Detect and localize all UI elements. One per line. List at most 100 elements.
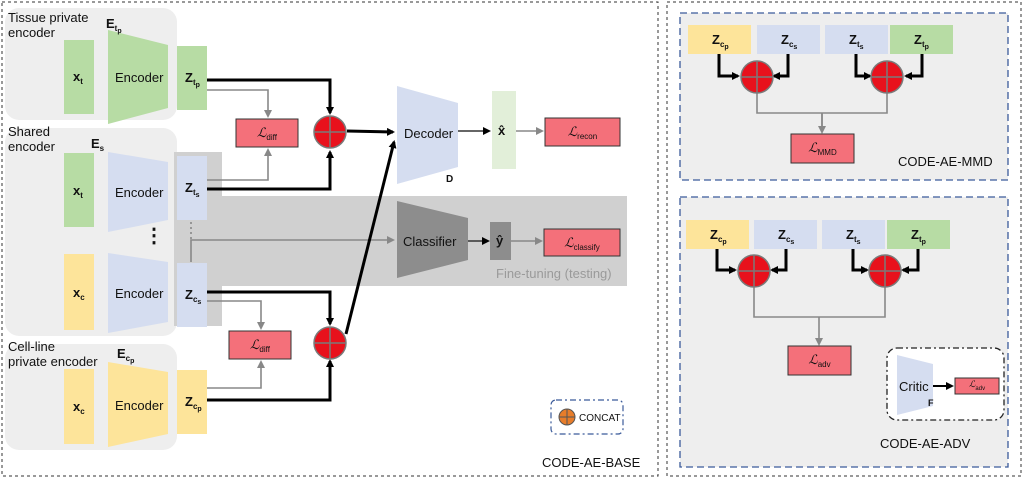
y-hat-label: ŷ	[496, 233, 504, 248]
adv-zcs	[754, 220, 817, 249]
mmd-zcp	[688, 25, 751, 54]
adv-arrow-zcs	[770, 249, 788, 274]
arrow-zcs-to-concat	[207, 290, 334, 326]
adv-zcp	[686, 220, 749, 249]
variants-panel-border	[666, 1, 1022, 477]
legend-box	[550, 399, 624, 435]
mmd-loss-label: ℒMMD	[808, 141, 837, 157]
adv-arrow-zcp	[715, 249, 737, 274]
loss-diff-top-label: ℒdiff	[257, 126, 277, 142]
mmd-zts	[825, 25, 888, 54]
base-panel-title: CODE-AE-BASE	[542, 455, 641, 470]
loss-classify-label: ℒclassify	[564, 236, 600, 252]
legend-concat-label: CONCAT	[579, 413, 621, 424]
input-xt-shared-label: xt	[73, 183, 83, 200]
concat-bottom	[313, 326, 347, 360]
mmd-panel-title: CODE-AE-MMD	[898, 154, 993, 169]
input-xt-shared	[64, 153, 94, 227]
encoder-shared-tissue	[108, 152, 168, 232]
fine-tuning-label: Fine-tuning (testing)	[496, 266, 612, 281]
latent-ztp	[177, 46, 207, 110]
mmd-zts-label: Zts	[849, 32, 864, 51]
adv-loss-label: ℒadv	[808, 353, 831, 369]
critic-label: Critic	[899, 379, 929, 394]
input-xc-shared-label: xc	[73, 285, 85, 302]
adv-zcs-label: Zcs	[778, 227, 795, 246]
latent-zcp-label: Zcp	[185, 394, 202, 413]
mmd-arrow-zts	[854, 54, 872, 80]
x-hat-label: x̂	[498, 123, 506, 138]
arrow-ztp-to-concat	[207, 78, 334, 115]
mmd-loss-box	[790, 133, 855, 164]
critic-shape	[897, 355, 933, 415]
latent-zcs-label: Zcs	[185, 287, 202, 306]
loss-diff-top	[235, 118, 299, 148]
adv-ztp	[887, 220, 950, 249]
arrow-ztp-to-diff	[207, 89, 272, 118]
latent-zcs	[177, 263, 207, 327]
adv-ztp-label: Ztp	[911, 227, 926, 246]
mmd-arrow-zcp	[717, 54, 740, 80]
critic-loss-label: ℒadv	[968, 380, 986, 392]
adv-arrow-ztp	[901, 249, 920, 274]
arrow-zcp-to-diff	[207, 360, 265, 389]
arrow-zts-to-diff	[207, 148, 272, 181]
arrow-zts-to-concat	[207, 150, 334, 191]
critic-symbol: F	[928, 398, 934, 408]
encoder-tissue-private	[108, 30, 168, 124]
decoder-label: Decoder	[404, 126, 454, 141]
loss-diff-bottom-label: ℒdiff	[250, 338, 270, 354]
input-xc-shared	[64, 254, 94, 330]
latent-zts	[177, 156, 207, 220]
adv-concat-left	[737, 254, 771, 288]
input-xt-top-label: xt	[73, 69, 83, 86]
adv-zts	[822, 220, 885, 249]
mmd-concat-left	[740, 60, 774, 94]
classifier-label: Classifier	[403, 234, 457, 249]
loss-recon	[544, 117, 621, 147]
cell-line-title: Cell-line private encoder	[8, 339, 98, 369]
loss-recon-label: ℒrecon	[567, 125, 598, 141]
arrow-concat-bottom-to-decoder	[344, 140, 397, 335]
mmd-arrow-zcs	[772, 54, 790, 80]
arrow-concat-top-to-decoder	[346, 127, 395, 136]
mmd-zcs	[757, 25, 820, 54]
latent-zcp	[177, 370, 207, 434]
adv-zts-label: Zts	[846, 227, 861, 246]
vertical-dots: ⋮	[144, 225, 164, 247]
encoder-shared-cell	[108, 253, 168, 333]
arrow-zcs-to-diff	[207, 300, 265, 330]
arrow-to-classifier	[190, 236, 395, 262]
adv-panel-title: CODE-AE-ADV	[880, 436, 971, 451]
tissue-private-title: Tissue private encoder	[8, 10, 89, 40]
encoder-label-1: Encoder	[115, 70, 164, 85]
tissue-private-symbol: Etp	[106, 16, 122, 35]
critic-loss-box	[954, 377, 1000, 395]
encoder-label-4: Encoder	[115, 398, 164, 413]
input-xc-bottom-label: xc	[73, 399, 85, 416]
mmd-zcs-label: Zcs	[781, 32, 798, 51]
decoder-shape	[397, 86, 458, 184]
legend-concat-icon	[558, 408, 576, 426]
loss-diff-bottom	[228, 330, 292, 360]
encoder-label-3: Encoder	[115, 286, 164, 301]
mmd-arrow-ztp	[904, 54, 924, 80]
encoder-label-2: Encoder	[115, 185, 164, 200]
arrow-zcp-to-concat	[207, 359, 334, 402]
concat-top	[313, 115, 347, 149]
adv-zcp-label: Zcp	[710, 227, 727, 246]
x-hat-box	[492, 91, 516, 169]
classifier-shape	[397, 201, 468, 278]
mmd-ztp-label: Ztp	[914, 32, 929, 51]
input-xc-bottom	[64, 369, 94, 444]
adv-loss-box	[787, 345, 852, 376]
latent-ztp-label: Ztp	[185, 70, 200, 89]
adv-arrow-zts	[851, 249, 869, 274]
loss-classify	[543, 228, 621, 257]
y-hat-box	[490, 222, 511, 260]
encoder-cell-line-private	[108, 362, 168, 447]
shared-symbol: Es	[91, 136, 105, 153]
mmd-zcp-label: Zcp	[712, 32, 729, 51]
latent-zts-label: Zts	[185, 180, 200, 199]
